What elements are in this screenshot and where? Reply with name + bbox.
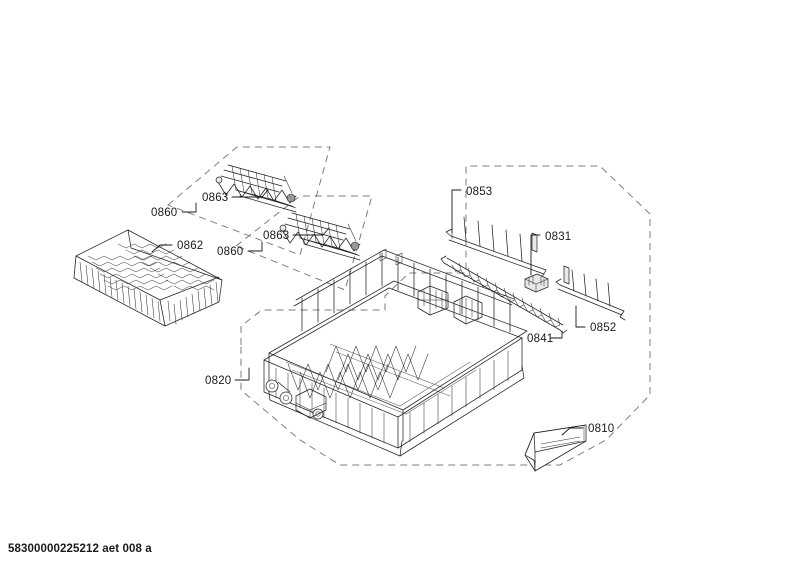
part-0852-short-tine-row [555,265,626,321]
leader-0860-left [181,202,197,213]
label-0863-left: 0863 [202,192,228,204]
tray-teeth-left [79,261,161,322]
basket-inner-tines [287,345,429,399]
label-0862: 0862 [177,240,203,252]
basket-center-handle [417,285,449,316]
leader-0841 [550,330,563,339]
leader-0863-right [292,227,330,236]
leader-lines [151,189,586,436]
document-code: 58300000225212 aet 008 a [8,543,152,555]
group-boundary-0860-left [167,146,331,256]
tine-row-0852-tines [571,269,611,307]
label-0860-right: 0860 [217,246,243,258]
comb-rail-hooks [451,262,561,328]
label-0860-left: 0860 [151,207,177,219]
tray-inner-grid [87,243,215,291]
basket-center-handle-right [453,295,483,325]
basket-left-bracket [295,388,327,419]
part-0862-cutlery-tray [73,229,223,327]
label-0863-right: 0863 [263,230,289,242]
leader-0853 [451,189,462,234]
leader-0820 [234,367,250,381]
label-0820: 0820 [205,375,231,387]
leader-0810 [561,427,584,436]
label-0852: 0852 [590,322,616,334]
leader-0862 [151,244,173,253]
part-number-labels: 0860 0863 0862 0860 0863 0820 0853 0831 … [151,186,616,435]
part-0853-tall-tine-row [445,216,548,281]
part-0863-tine-rack-left [215,164,297,213]
group-boundary-0860-right [235,195,373,291]
basket-rollers [265,379,324,420]
label-0831: 0831 [545,231,571,243]
basket-side-wall-wires [409,350,509,443]
label-0853: 0853 [466,186,492,198]
part-0841-comb-rail [440,255,568,334]
part-0863-tine-rack-right [279,212,361,261]
tine-rack-left-tines [231,165,297,209]
part-0820-upper-basket [263,248,528,457]
tine-rack-right-zigzag [281,229,361,252]
leader-0860-right [247,241,263,252]
leader-0863-left [231,189,269,198]
tine-rack-left-zigzag [217,181,297,204]
part-0831-clip-retainer [524,273,549,293]
basket-inner-mesh [285,343,477,415]
basket-front-wall-wires [275,367,385,444]
label-0810: 0810 [588,423,614,435]
leader-0831 [530,234,541,276]
leader-0852 [575,305,586,328]
label-0841: 0841 [527,333,553,345]
group-boundaries [167,146,651,466]
tine-row-0853-tines [463,216,523,262]
part-0810-front-cover [524,424,587,472]
